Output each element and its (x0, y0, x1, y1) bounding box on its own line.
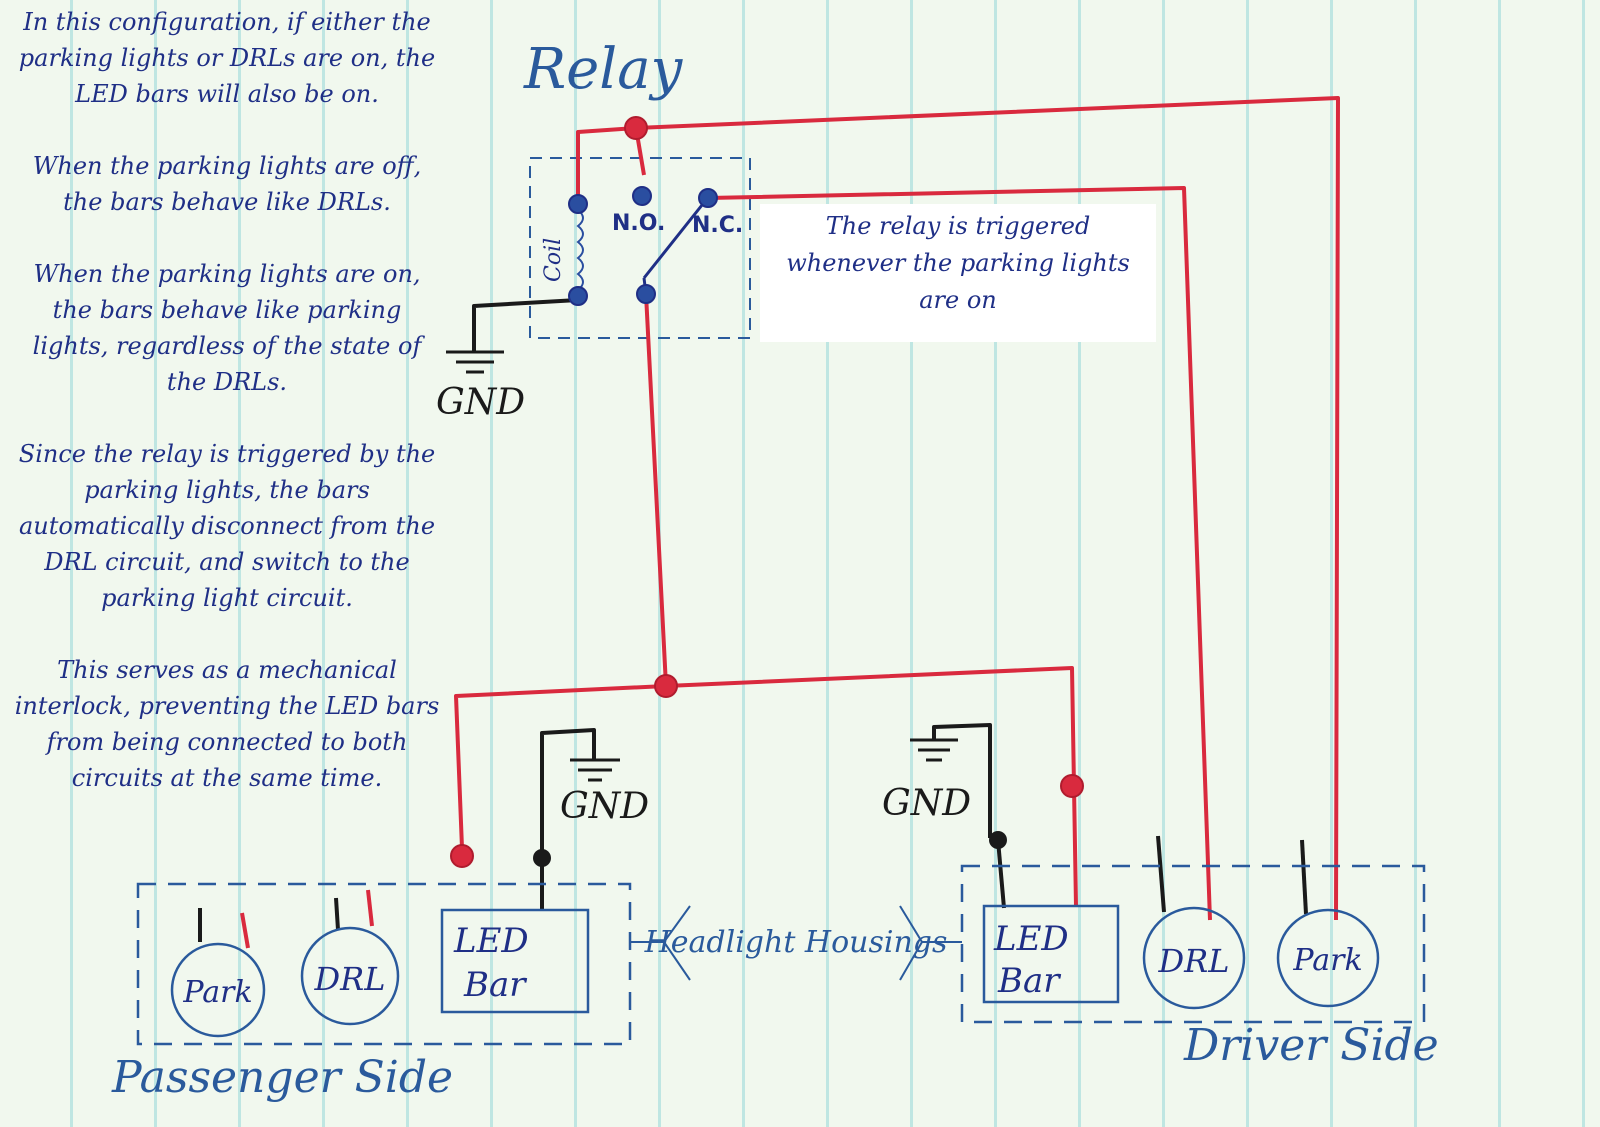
callout-line-1: The relay is triggered (825, 212, 1091, 240)
wire-passenger-park (240, 912, 250, 949)
ground-symbol-relay (446, 350, 504, 374)
wire-passenger-drl-ground (334, 897, 340, 931)
passenger-drl-lamp (300, 926, 400, 1026)
wire-relay-ground (472, 297, 580, 352)
black-wires (198, 297, 1308, 942)
driver-led-bar (982, 904, 1120, 1004)
note-2: When the parking lights are off, the bar… (32, 152, 422, 216)
driver-drl-lamp (1142, 906, 1246, 1010)
wire-passenger-ground (540, 728, 596, 858)
wire-driver-ground (932, 723, 992, 838)
wire-passenger-drl (366, 889, 374, 927)
relay-switch-arm (642, 199, 708, 279)
ground-symbol-passenger (570, 758, 620, 782)
terminal-normally-open (632, 186, 652, 206)
junction-passenger-led (450, 844, 474, 868)
junction-passenger-ground (533, 849, 551, 867)
ground-symbol-driver (910, 738, 958, 762)
wire-driver-park-ground (1300, 839, 1308, 915)
black-junctions (533, 831, 1007, 867)
callout-line-2: whenever the parking lights (786, 249, 1130, 277)
driver-side-label: Driver Side (1183, 1020, 1439, 1071)
note-5: This serves as a mechanical interlock, p… (14, 656, 440, 792)
wire-led-feed (454, 293, 668, 849)
note-4: Since the relay is triggered by the park… (18, 440, 436, 612)
red-junctions (450, 116, 1084, 868)
junction-driver-ground (989, 831, 1007, 849)
relay-coil-label: Coil (541, 238, 566, 282)
wire-led-driver-stub (996, 839, 1006, 909)
passenger-led-label-line1: LED (453, 921, 529, 961)
note-1: In this configuration, if either the par… (18, 8, 436, 108)
relay-terminals (568, 186, 718, 306)
relay-title: Relay (523, 37, 684, 102)
passenger-park-label: Park (182, 975, 252, 1010)
driver-led-label-line2: Bar (997, 961, 1061, 1001)
passenger-led-bar (440, 908, 590, 1014)
terminal-coil-bottom (568, 286, 588, 306)
ground-label-passenger: GND (560, 786, 649, 827)
wire-driver-drl-ground (1156, 835, 1166, 913)
passenger-drl-label: DRL (314, 960, 386, 998)
junction-relay-feed (624, 116, 648, 140)
passenger-housing (136, 882, 632, 1046)
terminal-normally-closed (698, 188, 718, 208)
relay-no-label: N.O. (612, 211, 665, 236)
driver-park-lamp (1276, 908, 1380, 1008)
note-3: When the parking lights are on, the bars… (32, 260, 422, 396)
ground-label-driver: GND (882, 783, 971, 824)
driver-housing (960, 864, 1426, 1024)
junction-driver-led (1060, 774, 1084, 798)
ground-label-relay: GND (436, 382, 525, 423)
junction-led-feed (654, 674, 678, 698)
driver-drl-label: DRL (1158, 942, 1230, 980)
relay-coil (576, 209, 584, 292)
passenger-led-label-line2: Bar (463, 965, 527, 1005)
terminal-coil-top (568, 194, 588, 214)
wire-drl-feed (707, 186, 1212, 921)
housings-brace-right (899, 905, 962, 981)
relay-trigger-callout: The relay is triggered whenever the park… (760, 204, 1156, 342)
wire-led-feed-driver (665, 666, 1078, 907)
explanation-notes: In this configuration, if either the par… (12, 4, 442, 832)
callout-line-3: are on (919, 286, 997, 314)
housings-label: Headlight Housings (644, 925, 948, 960)
relay-nc-label: N.C. (692, 213, 743, 238)
passenger-park-lamp (170, 942, 266, 1038)
driver-park-label: Park (1292, 943, 1362, 978)
terminal-common (636, 284, 656, 304)
passenger-side-label: Passenger Side (111, 1052, 453, 1103)
driver-led-label-line1: LED (993, 919, 1069, 959)
housings-brace-left (630, 905, 691, 981)
